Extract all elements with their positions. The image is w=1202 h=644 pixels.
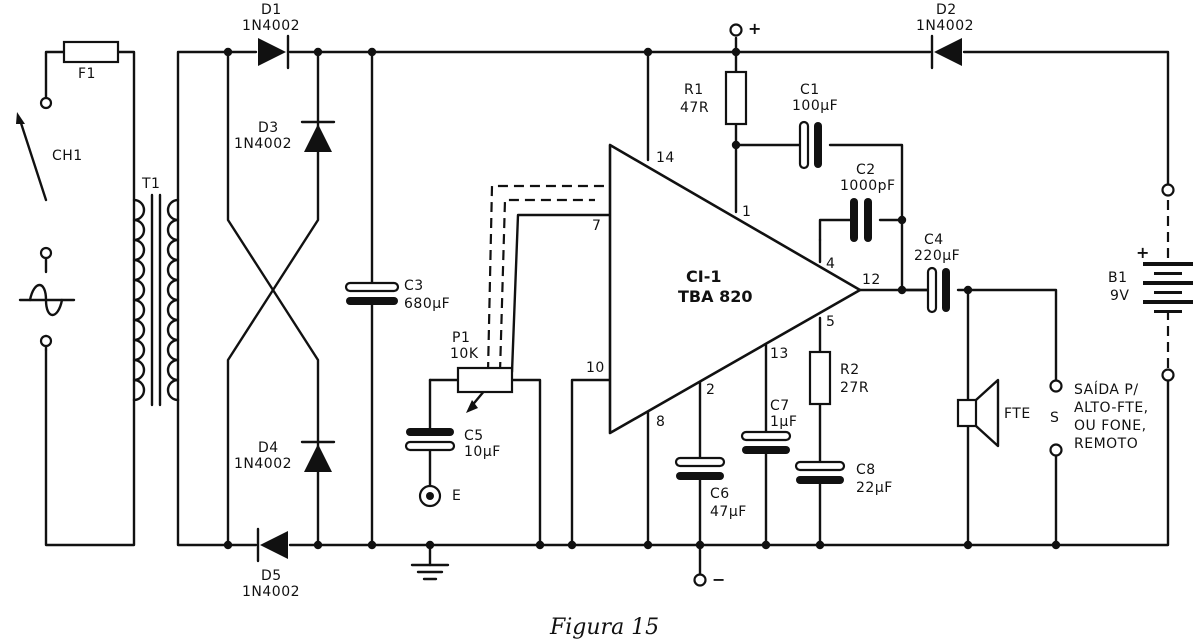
output-terminal-top [1049,379,1063,393]
label-r1-value: 47R [680,100,709,116]
label-c6-value: 47µF [710,504,747,520]
label-d5-value: 1N4002 [242,584,300,600]
label-c8-value: 22µF [856,480,893,496]
input-jack-e-symbol [418,484,442,508]
resistor-r2-symbol [808,350,832,406]
label-d2-ref: D2 [936,2,957,18]
label-plus: + [748,19,761,38]
minus-terminal-symbol [693,573,707,587]
label-d3-ref: D3 [258,120,279,136]
label-t1: T1 [141,176,160,192]
capacitor-c8-symbol [794,460,846,484]
diode-d1-symbol [258,34,290,70]
label-d3-value: 1N4002 [234,136,292,152]
pin-2: 2 [706,382,715,398]
wires [44,36,1170,567]
capacitor-c6-symbol [674,456,726,480]
label-d4-value: 1N4002 [234,456,292,472]
label-d1-value: 1N4002 [242,18,300,34]
capacitor-c7-symbol [740,430,792,454]
label-p1-ref: P1 [452,330,470,346]
capacitor-c5-symbol [404,428,456,452]
label-c2-value: 1000pF [840,178,896,194]
diode-d5-symbol [256,527,288,563]
speaker-fte-symbol [956,378,1000,448]
label-d1-ref: D1 [261,2,282,18]
label-ic-ref: CI-1 [686,267,721,286]
output-note-line-4: REMOTO [1074,436,1138,452]
label-b1-ref: B1 [1108,270,1128,286]
label-p1-value: 10K [450,346,479,362]
pin-7: 7 [592,218,601,234]
pin-5: 5 [826,314,835,330]
capacitor-c4-symbol [926,266,950,314]
label-c1-value: 100µF [792,98,838,114]
resistor-r1-symbol [724,70,748,126]
diode-d4-symbol [300,440,336,472]
label-minus: − [712,570,725,589]
fuse-f1-symbol [62,40,120,64]
diode-d2-symbol [930,34,962,70]
label-c7-value: 1µF [770,414,797,430]
plus-terminal-symbol [729,23,743,37]
label-c3-ref: C3 [404,278,424,294]
labels: F1 CH1 T1 D1 1N4002 D2 1N4002 D3 1N4002 … [52,2,1149,640]
label-d2-value: 1N4002 [916,18,974,34]
label-c2-ref: C2 [856,162,876,178]
ic-ci1-triangle [608,143,862,435]
pin-8: 8 [656,414,665,430]
label-c7-ref: C7 [770,398,790,414]
label-e: E [452,488,461,504]
capacitor-c1-symbol [798,120,822,170]
pin-14: 14 [656,150,675,166]
label-c4-value: 220µF [914,248,960,264]
diode-d3-symbol [300,120,336,152]
label-d4-ref: D4 [258,440,279,456]
potentiometer-p1-symbol [456,366,514,394]
label-c3-value: 680µF [404,296,450,312]
label-ch1: CH1 [52,148,83,164]
label-c5-ref: C5 [464,428,484,444]
label-c1-ref: C1 [800,82,820,98]
label-r1-ref: R1 [684,82,704,98]
label-d5-ref: D5 [261,568,282,584]
output-note-line-3: OU FONE, [1074,418,1147,434]
pin-4: 4 [826,256,835,272]
pin-10: 10 [586,360,605,376]
capacitor-c2-symbol [850,198,872,242]
label-s: S [1050,410,1059,426]
label-c4-ref: C4 [924,232,944,248]
output-note-line-2: ALTO-FTE, [1074,400,1149,416]
capacitor-c3-symbol [344,281,400,305]
transformer-t1-symbol [132,193,180,407]
switch-ch1-symbol [16,96,53,260]
label-f1: F1 [78,66,96,82]
pin-1: 1 [742,204,751,220]
label-c8-ref: C8 [856,462,876,478]
pin-12: 12 [862,272,881,288]
label-r2-value: 27R [840,380,869,396]
label-batt-plus: + [1136,243,1149,262]
label-b1-value: 9V [1110,288,1129,304]
output-terminal-bottom [1049,443,1063,457]
pin-13: 13 [770,346,789,362]
label-r2-ref: R2 [840,362,860,378]
label-c6-ref: C6 [710,486,730,502]
ac-source-symbol [18,283,76,348]
label-fte: FTE [1004,406,1031,422]
ground-symbol [410,563,450,581]
figure-caption: Figura 15 [549,615,659,640]
label-c5-value: 10µF [464,444,501,460]
battery-b1-symbol [1143,183,1193,382]
output-note-line-1: SAÍDA P/ [1074,381,1139,398]
label-ic-value: TBA 820 [678,287,752,306]
junctions [223,47,1061,550]
